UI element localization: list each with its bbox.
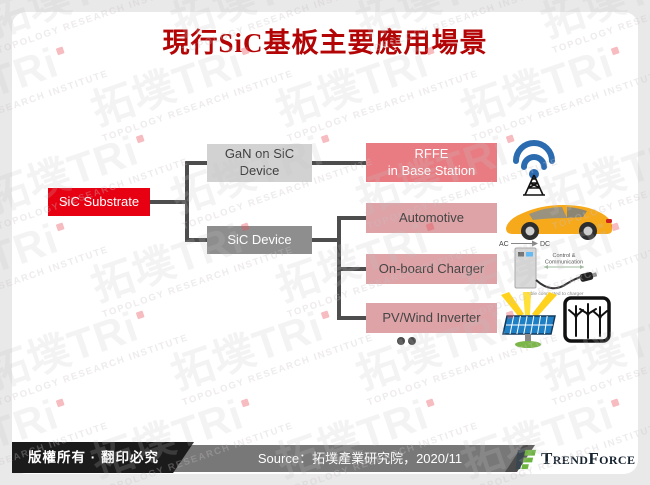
node-label-line1: RFFE	[414, 145, 449, 161]
page-title: 現行SiC基板主要應用場景	[162, 28, 488, 58]
ellipsis-dot	[397, 337, 405, 345]
connector-line	[185, 238, 207, 242]
wind-turbines-icon	[563, 296, 611, 343]
connector-line	[337, 216, 366, 220]
footer-copyright-bar: 版權所有 · 翻印必究	[12, 442, 194, 473]
node-label: PV/Wind Inverter	[382, 309, 481, 325]
trendforce-logo-text: TrendForce	[541, 449, 636, 468]
node-label: SiC Device	[227, 231, 292, 247]
source-text: Source：拓墣產業研究院，2020/11	[257, 451, 463, 466]
svg-text:AC: AC	[499, 241, 509, 248]
solar-panel-icon	[501, 292, 557, 348]
node-label: SiC Substrate	[58, 193, 140, 209]
svg-text:Communication: Communication	[545, 260, 583, 266]
node-label: Automotive	[398, 209, 465, 225]
ellipsis-dot	[408, 337, 416, 345]
node-label-line1: GaN on SiC	[224, 146, 295, 162]
node-gan-on-sic-device: GaN on SiC Device	[207, 144, 312, 182]
copyright-text: 版權所有 · 翻印必究	[28, 450, 159, 465]
connector-line	[312, 238, 339, 242]
node-automotive: Automotive	[366, 203, 497, 233]
node-pv-wind-inverter: PV/Wind Inverter	[366, 303, 497, 333]
antenna-base-station-icon	[513, 140, 555, 196]
connector-line	[337, 316, 366, 320]
node-label-line2: Device	[239, 163, 280, 178]
ev-charger-diagram-icon: AC DC Control & Communication Cable conn…	[499, 240, 598, 297]
node-label-line2: in Base Station	[387, 162, 476, 178]
connector-line	[185, 161, 189, 242]
connector-line	[337, 267, 366, 271]
sports-car-icon	[506, 205, 612, 240]
node-sic-device: SiC Device	[207, 226, 312, 254]
node-sic-substrate: SiC Substrate	[48, 188, 150, 216]
trendforce-logo: TrendForce	[514, 446, 635, 472]
node-on-board-charger: On-board Charger	[366, 254, 497, 284]
trendforce-logo-icon	[515, 449, 537, 469]
node-label: On-board Charger	[378, 260, 485, 276]
connector-line	[312, 161, 366, 165]
svg-text:Control &: Control &	[553, 253, 576, 259]
svg-text:DC: DC	[540, 241, 550, 248]
connector-line	[185, 161, 207, 165]
connector-line	[150, 200, 187, 204]
node-rffe-base-station: RFFE in Base Station	[366, 143, 497, 182]
